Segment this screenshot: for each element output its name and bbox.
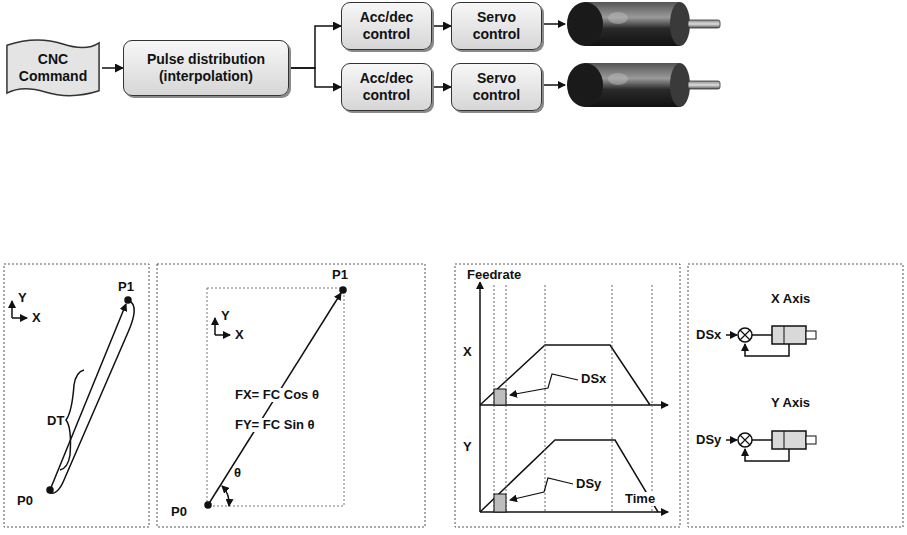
point-label: P0 [170,505,188,519]
panel-title: Y Axis [770,396,811,410]
point-label: P1 [331,268,349,282]
process-box: Acc/dec control [341,2,432,50]
servo-motor [567,63,720,107]
formula: FY= FC Sin θ [234,418,316,432]
formula: FX= FC Cos θ [234,388,320,402]
component-diagram [205,287,346,508]
feedrate-chart [480,282,668,512]
command-document: CNC Command [4,38,102,98]
distance-label: DT [46,414,65,428]
process-box: Pulse distribution (interpolation) [123,40,289,96]
signal-label: DSy [575,477,602,491]
flow-arrow [289,68,341,87]
servo-loop [726,326,816,461]
process-box: Acc/dec control [341,63,432,111]
axis-title: Time [624,492,656,506]
flow-arrow [432,25,451,27]
panel-title: X Axis [770,292,811,306]
flow-arrow [289,26,341,68]
node-text: Servo control [452,6,541,46]
axis-title: Feedrate [466,268,522,282]
signal-label: DSy [695,433,722,447]
motor-arrow [539,23,565,25]
point-label: P0 [16,494,34,508]
path-diagram [12,297,134,493]
axis-label: X [31,311,42,325]
axis-label: X [462,345,473,359]
motor-arrow [539,84,565,86]
node-text: CNC Command [4,48,102,88]
process-box: Servo control [451,2,542,50]
axis-label: X [234,328,245,342]
point-label: P1 [117,280,135,294]
axis-label: Y [220,309,231,323]
flow-arrow [432,86,451,88]
angle-label: θ [233,466,242,480]
axis-label: Y [462,440,473,454]
panel-frame [4,264,903,527]
flow-arrow [102,67,123,69]
process-box: Servo control [451,63,542,111]
axis-label: Y [17,291,28,305]
signal-label: DSx [580,372,607,386]
servo-motor [567,2,720,46]
node-text: Pulse distribution (interpolation) [124,48,288,88]
node-text: Acc/dec control [342,6,431,46]
node-text: Acc/dec control [342,67,431,107]
signal-label: DSx [695,328,722,342]
node-text: Servo control [452,67,541,107]
